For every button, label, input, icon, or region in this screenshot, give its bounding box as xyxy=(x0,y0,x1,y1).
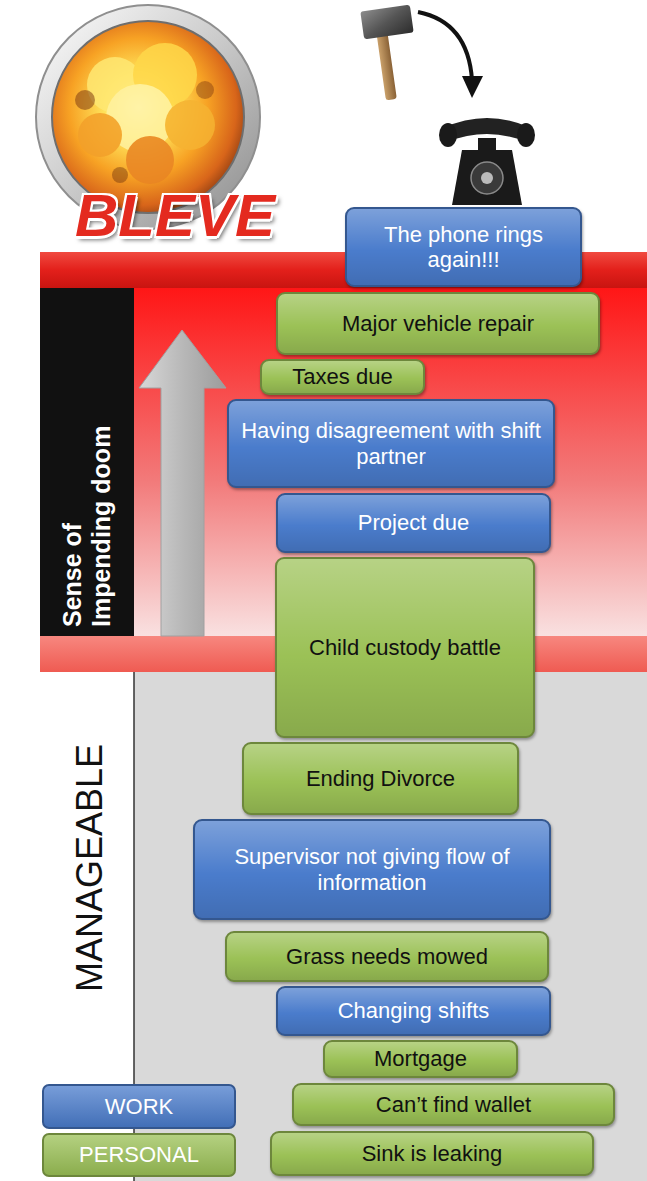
stressor-box: Project due xyxy=(276,493,551,553)
box-text: Child custody battle xyxy=(309,635,501,660)
curved-arrow xyxy=(418,12,483,98)
legend-swatch: WORK xyxy=(42,1084,236,1129)
box-text: Taxes due xyxy=(292,364,392,389)
stressor-box: Grass needs mowed xyxy=(225,931,549,982)
stressor-box: Can’t find wallet xyxy=(292,1083,615,1126)
zone-label: Sense of Impending doom xyxy=(58,405,116,627)
stressor-box: Major vehicle repair xyxy=(276,292,600,355)
box-text: Supervisor not giving flow of informatio… xyxy=(202,844,542,895)
stressor-box: Changing shifts xyxy=(276,986,551,1036)
box-text: Major vehicle repair xyxy=(342,311,534,336)
badge-title: BLEVE xyxy=(75,181,275,250)
stressor-box: Supervisor not giving flow of informatio… xyxy=(193,819,551,920)
stressor-box: The phone rings again!!! xyxy=(345,207,582,287)
stressor-box: Taxes due xyxy=(260,359,425,395)
box-text: Sink is leaking xyxy=(362,1141,503,1166)
stressor-box: Sink is leaking xyxy=(270,1131,594,1176)
doom-side-bar xyxy=(40,288,134,638)
box-text: Changing shifts xyxy=(338,998,490,1023)
telephone-icon xyxy=(439,118,535,205)
legend-text: PERSONAL xyxy=(79,1142,199,1168)
stressor-box: Mortgage xyxy=(323,1040,518,1078)
zone-label: MANAGEABLE xyxy=(69,744,110,992)
box-text: The phone rings again!!! xyxy=(354,222,573,273)
box-text: Having disagreement with shift partner xyxy=(236,418,546,469)
legend-text: WORK xyxy=(105,1094,173,1120)
stressor-box: Having disagreement with shift partner xyxy=(227,399,555,488)
up-arrow xyxy=(139,330,226,636)
hammer-icon xyxy=(360,5,413,101)
stressor-box: Ending Divorce xyxy=(242,742,519,815)
stressor-box: Child custody battle xyxy=(275,557,535,738)
box-text: Ending Divorce xyxy=(306,766,455,791)
box-text: Grass needs mowed xyxy=(286,944,488,969)
legend-swatch: PERSONAL xyxy=(42,1133,236,1177)
box-text: Mortgage xyxy=(374,1046,467,1071)
box-text: Project due xyxy=(358,510,469,535)
box-text: Can’t find wallet xyxy=(376,1092,531,1117)
explosion-cloud xyxy=(75,43,215,184)
